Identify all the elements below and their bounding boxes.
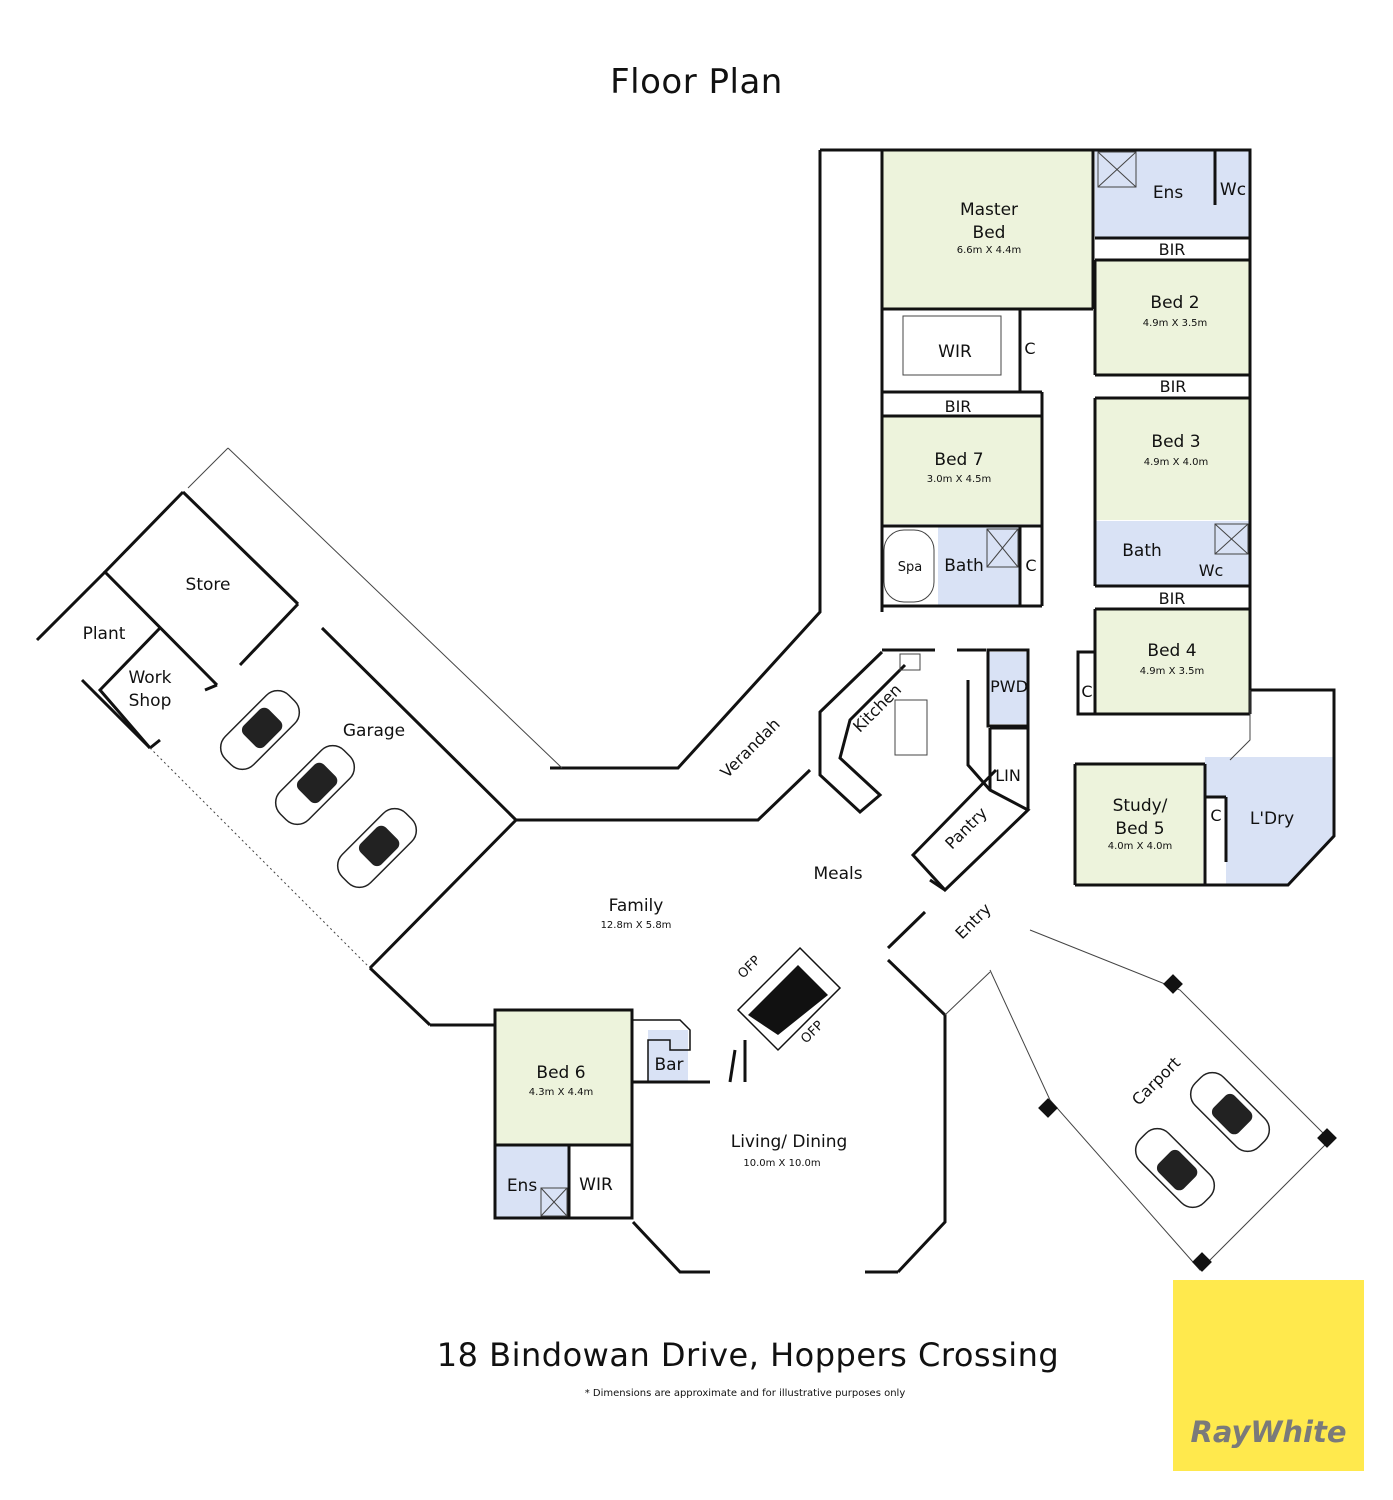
bir4-label: BIR [1159, 589, 1186, 608]
bed6-area [495, 1010, 632, 1145]
family-label: Family [609, 896, 664, 916]
bar-label: Bar [654, 1055, 683, 1075]
carport-car-1 [1189, 1071, 1271, 1153]
laundry-label: L'Dry [1250, 809, 1294, 829]
c1-label: C [1024, 339, 1035, 358]
raywhite-logo-text: RayWhite [1190, 1415, 1347, 1449]
wc2-label: Wc [1199, 561, 1224, 580]
master-bed-label-2: Bed [973, 223, 1006, 243]
plan-title: Floor Plan [610, 62, 783, 102]
study-area [1075, 764, 1203, 885]
study-dim: 4.0m X 4.0m [1108, 841, 1173, 852]
ens6-label: Ens [507, 1176, 538, 1196]
bed2-dim: 4.9m X 3.5m [1143, 318, 1208, 329]
verandah-label: Verandah [716, 714, 783, 781]
carport-label: Carport [1128, 1053, 1184, 1109]
bath2-label: Bath [944, 556, 984, 576]
dimensions-disclaimer: * Dimensions are approximate and for ill… [584, 1388, 906, 1399]
c3-label: C [1081, 682, 1092, 701]
pantry-label: Pantry [941, 803, 991, 853]
study-label-2: Bed 5 [1115, 819, 1164, 839]
wir6-label: WIR [579, 1175, 613, 1195]
c4-label: C [1210, 806, 1221, 825]
store-label: Store [186, 575, 231, 595]
bed4-label: Bed 4 [1147, 641, 1196, 661]
workshop-label-2: Shop [129, 691, 172, 711]
bir2-label: BIR [1160, 377, 1187, 396]
wir-master-label: WIR [938, 342, 972, 362]
garage-car-1 [219, 689, 301, 771]
wc-master-label: Wc [1220, 180, 1246, 200]
bar-area [648, 1030, 688, 1082]
fireplace-icon [748, 965, 828, 1035]
ofp2-label: OFP [798, 1018, 827, 1047]
pwd-label: PWD [990, 677, 1028, 696]
ofp1-label: OFP [735, 953, 764, 982]
spa-label: Spa [898, 560, 922, 575]
entry-label: Entry [951, 899, 995, 943]
ens-master-label: Ens [1153, 183, 1184, 203]
master-bed-label-1: Master [960, 200, 1018, 220]
room-fills [495, 150, 1334, 1218]
garage-label: Garage [343, 721, 405, 741]
pwd-area [988, 652, 1028, 724]
bed3-dim: 4.9m X 4.0m [1144, 457, 1209, 468]
bed4-dim: 4.9m X 3.5m [1140, 666, 1205, 677]
plant-label: Plant [83, 624, 126, 644]
master-bed-dim: 6.6m X 4.4m [957, 245, 1022, 256]
lin-label: LIN [995, 766, 1021, 785]
carport-car-2 [1134, 1127, 1216, 1209]
fixtures [149, 151, 1331, 1271]
bed2-label: Bed 2 [1150, 293, 1199, 313]
garage-car-2 [274, 744, 356, 826]
bed3-area [1095, 398, 1250, 520]
bed7-dim: 3.0m X 4.5m [927, 474, 992, 485]
ens6-area [495, 1145, 569, 1218]
workshop-label-1: Work [128, 668, 171, 688]
bed7-area [882, 416, 1042, 524]
raywhite-logo: RayWhite [1173, 1280, 1364, 1471]
vehicles [219, 689, 1271, 1209]
laundry-area [1205, 757, 1334, 885]
living-label: Living/ Dining [731, 1132, 848, 1152]
bed3-label: Bed 3 [1151, 432, 1200, 452]
family-dim: 12.8m X 5.8m [601, 920, 672, 931]
living-dim: 10.0m X 10.0m [743, 1158, 820, 1169]
ens-master-area [1095, 150, 1250, 238]
bed2-area [1095, 260, 1250, 375]
bir3-label: BIR [945, 397, 972, 416]
kitchen-label: Kitchen [849, 680, 905, 736]
property-address: 18 Bindowan Drive, Hoppers Crossing [436, 1336, 1060, 1374]
posts [748, 965, 1337, 1272]
c2-label: C [1025, 556, 1036, 575]
garage-car-3 [336, 807, 418, 889]
bath1-label: Bath [1122, 541, 1162, 561]
bed4-area [1095, 609, 1250, 714]
bed6-label: Bed 6 [536, 1063, 585, 1083]
bed6-dim: 4.3m X 4.4m [529, 1087, 594, 1098]
walls [35, 148, 1336, 1274]
study-label-1: Study/ [1113, 796, 1168, 816]
master-bed-area [882, 150, 1093, 309]
bed7-label: Bed 7 [934, 450, 983, 470]
bir1-label: BIR [1159, 240, 1186, 259]
meals-label: Meals [813, 864, 862, 884]
